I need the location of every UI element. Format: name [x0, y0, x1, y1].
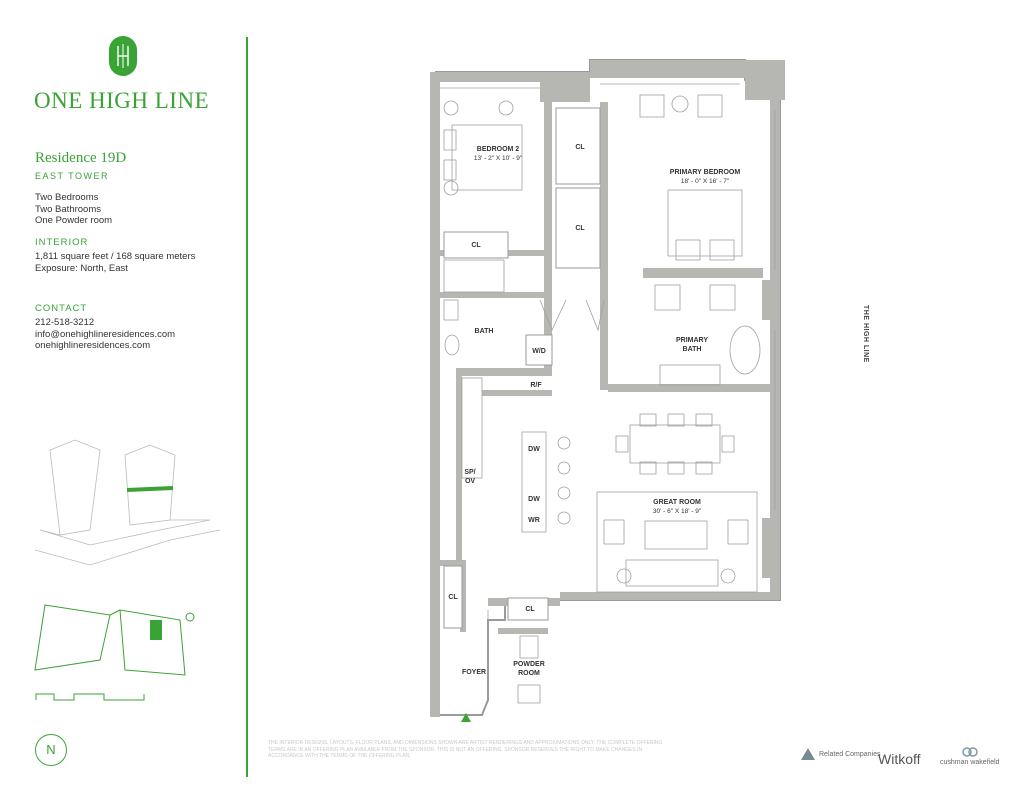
wine-refrigerator-label: WR	[528, 517, 540, 524]
dishwasher-label: DW	[528, 496, 540, 503]
related-logo: Related Companies	[800, 747, 880, 761]
room-item: One Powder room	[35, 215, 113, 226]
cw-logo-icon	[962, 747, 978, 757]
great-room-dims: 30' - 6" X 18' - 9"	[653, 508, 702, 515]
witkoff-logo: Witkoff	[878, 751, 921, 767]
exposure-text: Exposure: North, East	[35, 262, 128, 274]
divider-line	[246, 37, 248, 777]
site-key-plan-image	[34, 604, 195, 676]
email-link[interactable]: info@onehighlineresidences.com	[35, 328, 176, 340]
residence-title: Residence 19D	[35, 150, 127, 166]
primary-bath-label: PRIMARY	[676, 337, 708, 344]
floor-plan: BEDROOM 2 13' - 2" X 10' - 9" PRIMARY BE…	[430, 59, 785, 722]
stove-oven-label: SP/	[464, 469, 475, 476]
high-line-label: THE HIGH LINE	[862, 305, 869, 363]
primary-bedroom-dims: 18' - 0" X 16' - 7"	[681, 178, 730, 185]
phone-link[interactable]: 212-518-3212	[35, 317, 95, 328]
stove-oven-label-2: OV	[465, 478, 475, 485]
tower-label: EAST TOWER	[35, 171, 110, 181]
bedroom2-dims: 13' - 2" X 10' - 9"	[474, 155, 523, 162]
cushman-wakefield-logo: cushman wakefield	[940, 747, 1000, 766]
interior-details: 1,811 square feet / 168 square meters Ex…	[35, 251, 195, 274]
website-link[interactable]: onehighlineresidences.com	[35, 340, 151, 351]
powder-label: POWDER	[513, 661, 545, 668]
room-item: Two Bedrooms	[35, 192, 99, 203]
cw-name: cushman wakefield	[940, 759, 1000, 766]
disclaimer-text: THE INTERIOR DESIGNS, LAYOUTS, FLOOR PLA…	[268, 740, 663, 759]
washer-dryer-label: W/D	[532, 348, 546, 355]
closet-label: CL	[448, 594, 458, 601]
logo-icon	[109, 36, 137, 76]
powder-label-2: ROOM	[518, 670, 540, 677]
foyer-label: FOYER	[462, 669, 486, 676]
room-item: Two Bathrooms	[35, 203, 101, 215]
scale-bar	[35, 693, 145, 701]
related-logo-icon	[801, 748, 815, 760]
closet-label: CL	[471, 242, 481, 249]
closet-label: CL	[525, 606, 535, 613]
north-compass: N	[35, 734, 67, 766]
building-axonometric-image	[34, 439, 221, 566]
refrigerator-label: R/F	[530, 382, 542, 389]
contact-details: 212-518-3212 info@onehighlineresidences.…	[35, 317, 175, 352]
related-name: Related Companies	[819, 750, 881, 758]
closet-label: CL	[575, 225, 585, 232]
dishwasher-label: DW	[528, 446, 540, 453]
closet-label: CL	[575, 144, 585, 151]
great-room-label: GREAT ROOM	[653, 499, 701, 506]
brand-name: ONE HIGH LINE	[34, 88, 210, 113]
interior-heading: INTERIOR	[35, 237, 89, 248]
room-list: Two Bedrooms Two Bathrooms One Powder ro…	[35, 192, 112, 227]
area-text: 1,811 square feet / 168 square meters	[35, 251, 196, 262]
contact-heading: CONTACT	[35, 303, 88, 314]
bath-label: BATH	[475, 328, 494, 335]
primary-bath-label-2: BATH	[683, 346, 702, 353]
primary-bedroom-label: PRIMARY BEDROOM	[670, 169, 741, 176]
bedroom2-label: BEDROOM 2	[477, 146, 520, 153]
